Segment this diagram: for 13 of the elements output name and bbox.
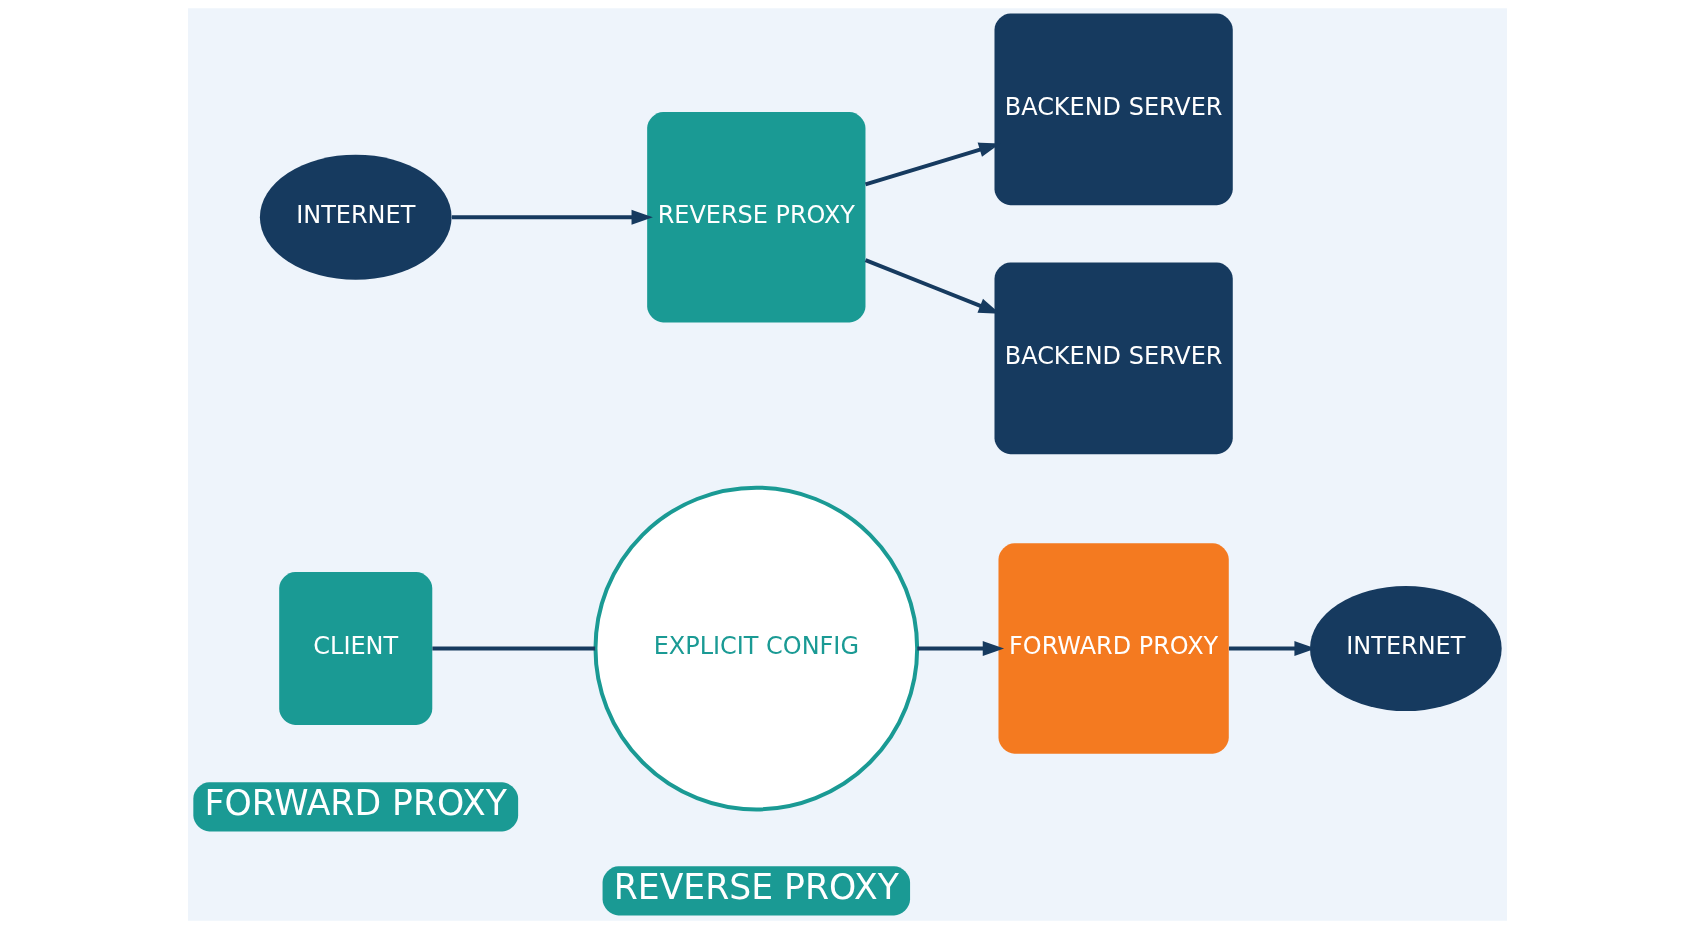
arrow [916, 641, 1004, 656]
node-box: BACKEND SERVER [994, 13, 1233, 206]
arrow [451, 209, 653, 225]
node-box: REVERSE PROXY [602, 866, 910, 916]
connector [431, 646, 595, 651]
node-box: FORWARD PROXY [192, 782, 518, 832]
node-box: FORWARD PROXY [998, 543, 1229, 754]
node-ellipse: INTERNET [1309, 585, 1502, 712]
node-box: CLIENT [278, 572, 432, 726]
node-box: BACKEND SERVER [994, 262, 1233, 455]
node-circle: EXPLICIT CONFIG [592, 485, 919, 812]
node-ellipse: INTERNET [259, 154, 452, 280]
node-box: REVERSE PROXY [646, 112, 865, 323]
